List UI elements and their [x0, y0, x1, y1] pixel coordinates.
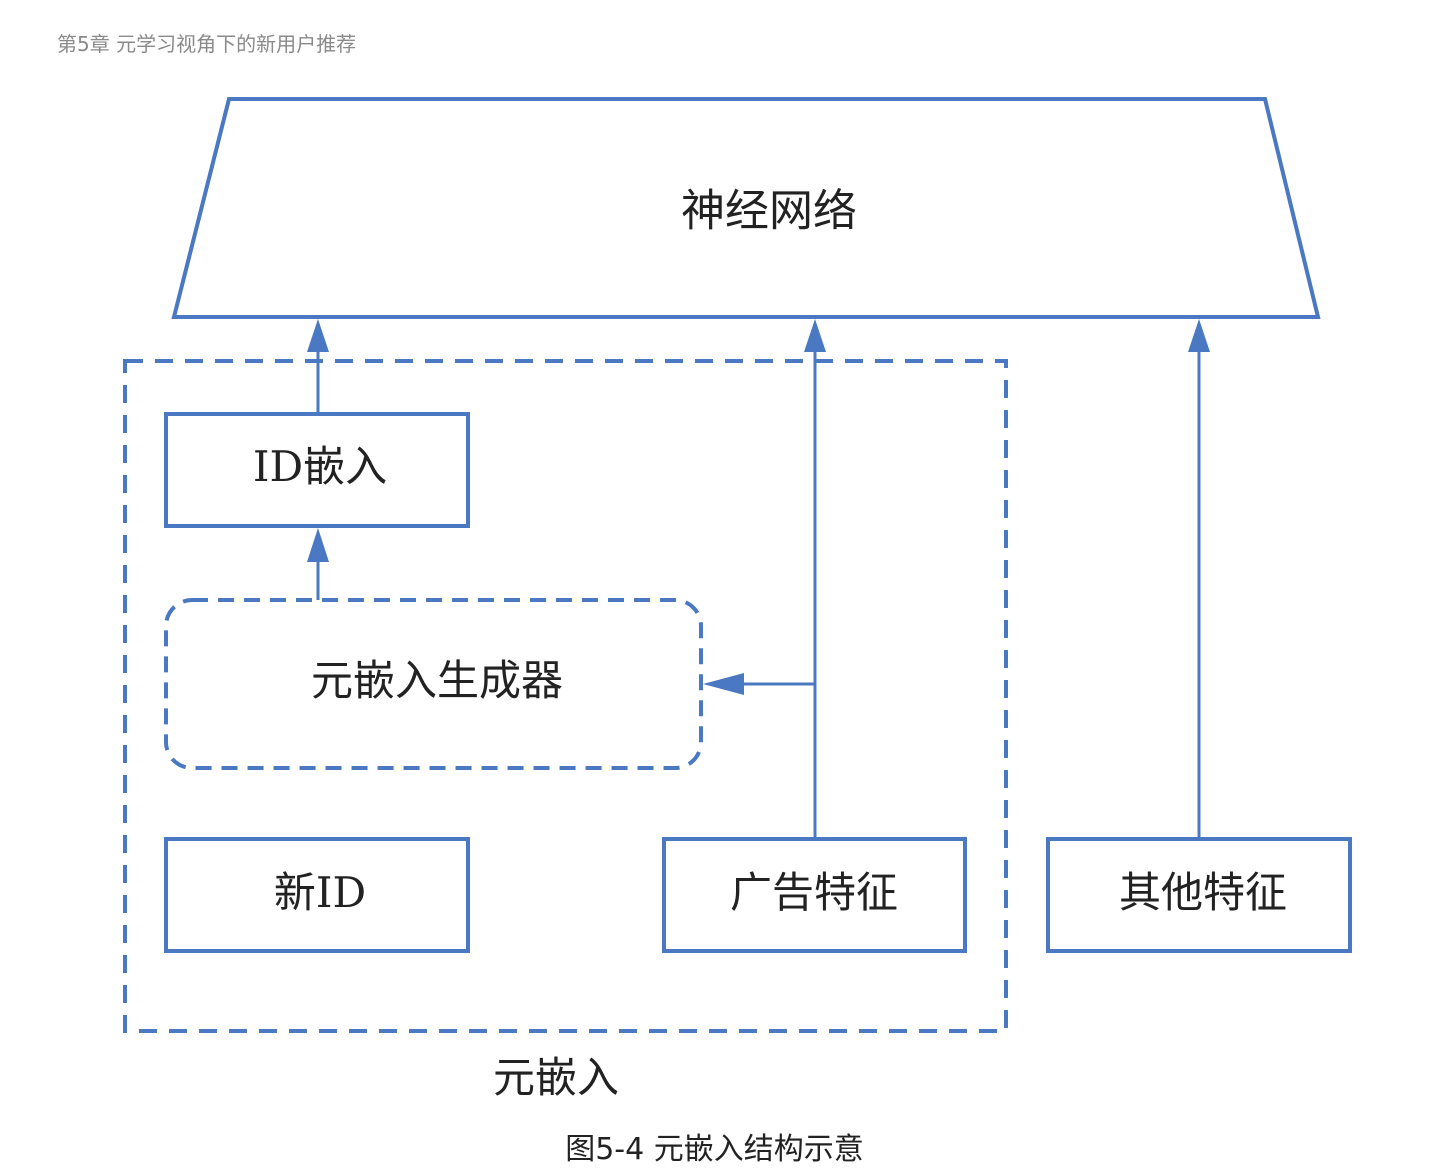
other-features-label: 其他特征: [1119, 868, 1287, 917]
new-id-label: 新ID: [274, 868, 366, 917]
meta-embedding-generator-label: 元嵌入生成器: [311, 656, 563, 705]
ad-features-label: 广告特征: [730, 868, 898, 917]
meta-embedding-group-label: 元嵌入: [493, 1053, 619, 1102]
neural-network-label: 神经网络: [681, 186, 857, 237]
arrow-ad-features-to-generator: [703, 673, 815, 695]
new-id-box: [164, 837, 470, 953]
arrow-id-embedding-to-network: [307, 319, 329, 414]
chapter-header: 第5章 元学习视角下的新用户推荐: [57, 32, 357, 56]
id-embedding-label: ID嵌入: [253, 442, 387, 491]
meta-embedding-group-border: [123, 359, 1008, 1033]
arrow-generator-to-id-embedding: [307, 528, 329, 600]
arrow-ad-features-to-network: [804, 319, 826, 839]
id-embedding-box: [164, 412, 470, 528]
figure-caption: 图5-4 元嵌入结构示意: [565, 1132, 864, 1167]
neural-network-block: [171, 97, 1321, 319]
meta-embedding-diagram: 神经网络 ID嵌入 元嵌入生成器 新ID 广告特征 其他特征 元嵌入: [123, 97, 1352, 1102]
arrow-other-features-to-network: [1188, 319, 1210, 839]
meta-embedding-generator-box: [164, 598, 703, 770]
ad-features-box: [662, 837, 967, 953]
